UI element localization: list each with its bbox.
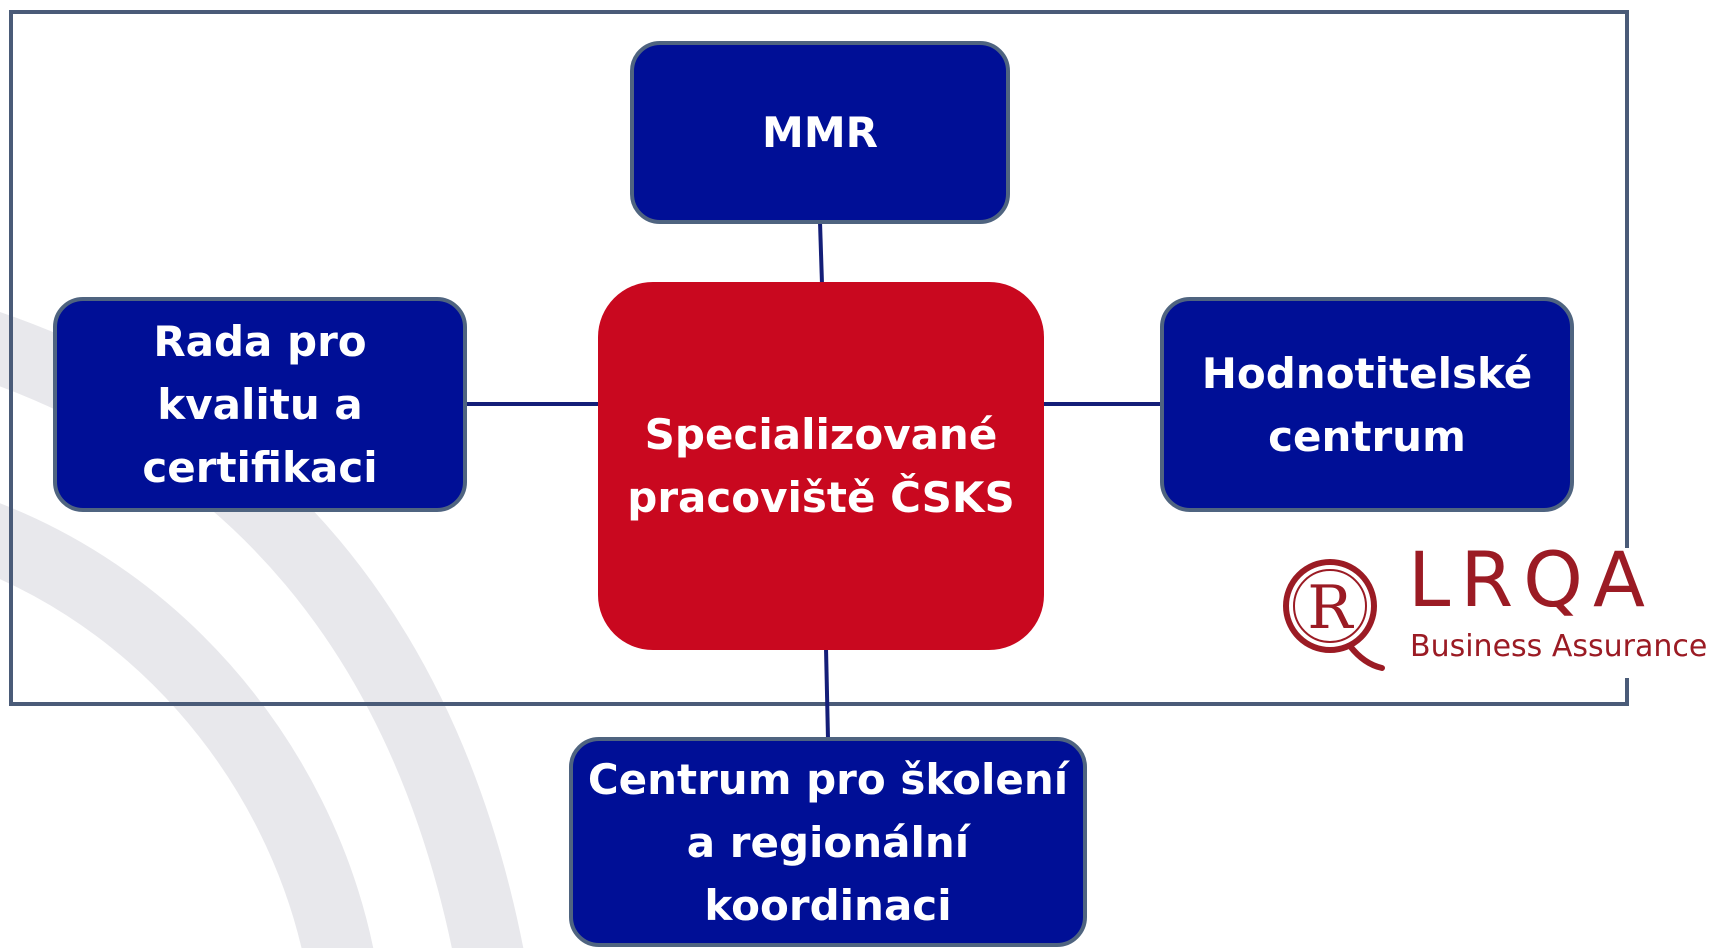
node-mmr: MMR (630, 41, 1010, 224)
lrqa-emblem-icon: R (1283, 559, 1385, 671)
node-assessment-center-label: Hodnotitelské centrum (1201, 348, 1533, 461)
background-arc-inner (0, 503, 374, 948)
connector-center-top (818, 221, 824, 285)
node-specialized-workplace: Specializované pracoviště ČSKS (598, 282, 1044, 650)
node-quality-council: Rada pro kvalitu a certifikaci (53, 297, 467, 512)
lrqa-logo: R LRQA Business Assurance (1278, 542, 1718, 678)
node-specialized-workplace-label: Specializované pracoviště ČSKS (627, 410, 1015, 522)
lrqa-tagline: Business Assurance (1410, 629, 1708, 664)
lrqa-emblem-letter: R (1307, 573, 1354, 643)
lrqa-wordmark: LRQA (1408, 535, 1655, 624)
connector-center-bottom (824, 647, 830, 740)
node-training-center: Centrum pro školení a regionální koordin… (569, 737, 1087, 947)
diagram-frame (9, 10, 1629, 706)
node-quality-council-label: Rada pro kvalitu a certifikaci (142, 317, 378, 492)
node-assessment-center: Hodnotitelské centrum (1160, 297, 1574, 512)
node-training-center-label: Centrum pro školení a regionální koordin… (587, 754, 1069, 930)
node-mmr-label: MMR (762, 108, 878, 157)
